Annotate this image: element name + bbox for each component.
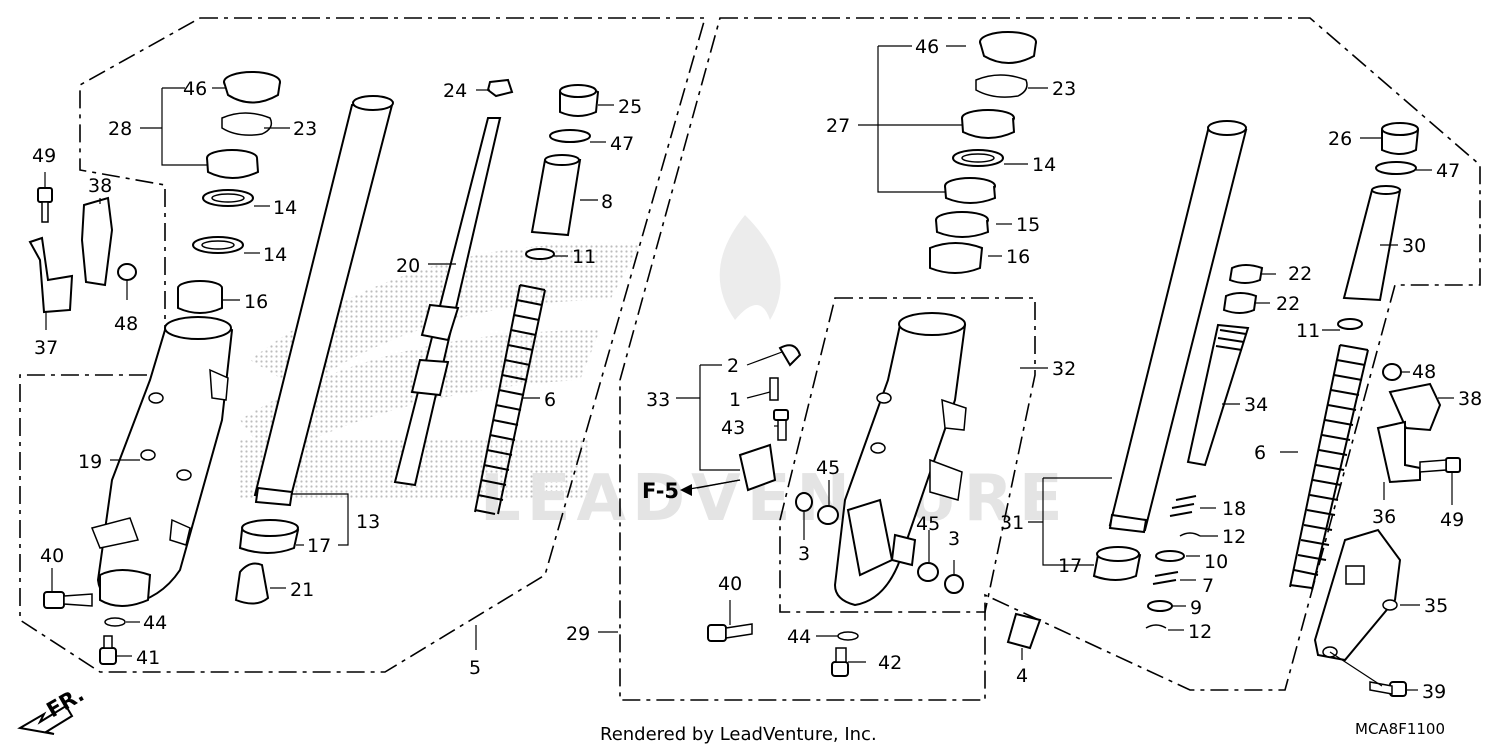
callout-12-a: 12 (1222, 526, 1246, 548)
callout-47-left: 47 (610, 133, 634, 155)
callout-33: 33 (646, 389, 670, 411)
callout-32: 32 (1052, 358, 1076, 380)
callout-4: 4 (1016, 665, 1028, 687)
callout-40-right: 40 (718, 573, 742, 595)
reference-f5: F-5 (642, 479, 741, 503)
callout-49-right: 49 (1440, 509, 1464, 531)
callout-23-right: 23 (1052, 78, 1076, 100)
callout-3-b: 3 (948, 528, 960, 550)
callout-13: 13 (356, 511, 380, 533)
callout-6-right: 6 (1254, 442, 1266, 464)
callout-42: 42 (878, 652, 902, 674)
callout-15: 15 (1016, 214, 1040, 236)
callout-2: 2 (727, 355, 739, 377)
callouts-left: 46 28 23 14 14 16 19 40 44 41 49 38 48 3… (32, 78, 642, 679)
callout-11-right: 11 (1296, 320, 1320, 342)
callout-41: 41 (136, 647, 160, 669)
callout-38-left: 38 (88, 175, 112, 197)
callout-29: 29 (566, 623, 590, 645)
callout-7: 7 (1202, 575, 1214, 597)
callout-5: 5 (469, 657, 481, 679)
callout-8: 8 (601, 191, 613, 213)
callout-10: 10 (1204, 551, 1228, 573)
callout-22-a: 22 (1288, 263, 1312, 285)
callout-31: 31 (1000, 512, 1024, 534)
callout-46-right: 46 (915, 36, 939, 58)
drawing-code: MCA8F1100 (1355, 720, 1445, 738)
callout-16-right: 16 (1006, 246, 1030, 268)
callout-28: 28 (108, 118, 132, 140)
callout-27: 27 (826, 115, 850, 137)
callout-14-right: 14 (1032, 154, 1056, 176)
callout-6-left: 6 (544, 389, 556, 411)
callout-23-left: 23 (293, 118, 317, 140)
callouts-right: 46 23 27 14 15 16 32 33 2 1 43 45 45 3 3… (566, 36, 1482, 703)
callout-43: 43 (721, 417, 745, 439)
callout-48-right: 48 (1412, 361, 1436, 383)
callout-47-right: 47 (1436, 160, 1460, 182)
callout-35: 35 (1424, 595, 1448, 617)
caliper-subassembly-outline (779, 297, 1036, 613)
callout-3-a: 3 (798, 543, 810, 565)
callout-39: 39 (1422, 681, 1446, 703)
callout-26: 26 (1328, 128, 1352, 150)
callout-11-left: 11 (572, 246, 596, 268)
callout-44-left: 44 (143, 612, 167, 634)
left-parts (28, 71, 600, 665)
leader-lines (44, 45, 1454, 691)
callout-44-right: 44 (787, 626, 811, 648)
front-arrow-icon (17, 704, 74, 735)
callout-12-b: 12 (1188, 621, 1212, 643)
callout-21: 21 (290, 579, 314, 601)
reference-label: F-5 (642, 479, 679, 503)
callout-49-left: 49 (32, 145, 56, 167)
callout-17-right: 17 (1058, 555, 1082, 577)
callout-25: 25 (618, 96, 642, 118)
left-assembly-outline (19, 17, 707, 673)
callout-37: 37 (34, 337, 58, 359)
callout-40-left: 40 (40, 545, 64, 567)
callout-14-left-b: 14 (263, 244, 287, 266)
callout-46-left: 46 (183, 78, 207, 100)
callout-45-b: 45 (916, 513, 940, 535)
callout-34: 34 (1244, 394, 1268, 416)
front-direction: FR. (17, 682, 88, 735)
callout-45-a: 45 (816, 457, 840, 479)
right-assembly-outline (619, 17, 1481, 701)
footer-credit: Rendered by LeadVenture, Inc. (600, 724, 877, 745)
callout-24: 24 (443, 80, 467, 102)
callout-16-left: 16 (244, 291, 268, 313)
callout-36: 36 (1372, 506, 1396, 528)
callout-1: 1 (729, 389, 741, 411)
callout-48-left: 48 (114, 313, 138, 335)
callout-17-left: 17 (307, 535, 331, 557)
callout-9: 9 (1190, 597, 1202, 619)
callout-14-left-a: 14 (273, 197, 297, 219)
reference-arrow-icon (680, 484, 692, 496)
callout-18: 18 (1222, 498, 1246, 520)
callout-19: 19 (78, 451, 102, 473)
callout-22-b: 22 (1276, 293, 1300, 315)
right-parts (707, 31, 1461, 697)
callout-30: 30 (1402, 235, 1426, 257)
callout-20: 20 (396, 255, 420, 277)
callout-38-right: 38 (1458, 388, 1482, 410)
